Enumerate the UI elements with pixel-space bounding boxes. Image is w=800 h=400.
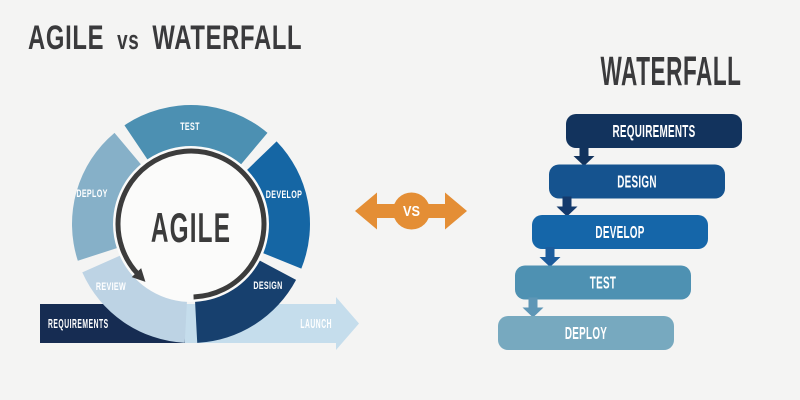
agile-diagram: REQUIREMENTS LAUNCH AGILE TEST DEVELOP DES… — [40, 104, 359, 350]
waterfall-down-arrow-head — [522, 307, 544, 318]
waterfall-down-arrow-head — [573, 156, 595, 166]
waterfall-down-arrow-head — [556, 206, 578, 217]
waterfall-step-label-design: DESIGN — [617, 173, 657, 193]
waterfall-down-arrow-icon — [522, 297, 544, 318]
agile-cycle-arrow-icon — [115, 148, 267, 300]
waterfall-down-arrow-shaft — [528, 297, 538, 309]
waterfall-step-label-test: TEST — [590, 274, 616, 294]
requirements-banner-label: REQUIREMENTS — [48, 318, 109, 332]
page-title-right: WATERFALL — [152, 19, 302, 57]
ring-segment-deploy — [71, 132, 141, 261]
page-title: AGILE vs WATERFALL — [28, 19, 302, 57]
agile-cycle-ring — [71, 104, 310, 343]
waterfall-step-develop — [532, 215, 708, 249]
waterfall-down-arrow-shaft — [545, 247, 555, 258]
waterfall-step-deploy — [498, 316, 674, 350]
vs-badge-label: VS — [403, 202, 420, 219]
waterfall-step-test — [515, 265, 691, 300]
waterfall-step-requirements — [566, 114, 742, 148]
waterfall-step-design — [549, 164, 725, 199]
agile-cycle-labels: TEST DEVELOP DESIGN REVIEW DEPLOY — [76, 121, 302, 293]
ring-segment-develop — [247, 141, 310, 269]
waterfall-step-label-requirements: REQUIREMENTS — [612, 122, 695, 142]
vs-badge-circle — [393, 192, 430, 230]
waterfall-step-label-deploy: DEPLOY — [565, 324, 607, 344]
waterfall-diagram: WATERFALL REQUIREMENTS DESIGN DEVELOP TEST D… — [498, 49, 742, 350]
agile-center-label: AGILE — [151, 205, 231, 251]
waterfall-down-arrow-icon — [539, 247, 561, 267]
vs-arrow-left-head-icon — [355, 192, 377, 230]
waterfall-down-arrow-icon — [573, 146, 595, 166]
page-title-left: AGILE — [28, 19, 104, 57]
waterfall-title: WATERFALL — [600, 49, 741, 95]
waterfall-down-arrow-icon — [556, 196, 578, 217]
vs-arrow: VS — [355, 192, 467, 230]
waterfall-steps: REQUIREMENTS DESIGN DEVELOP TEST DEPLOY — [498, 114, 742, 350]
waterfall-down-arrow-shaft — [562, 196, 572, 208]
ring-segment-review — [82, 255, 187, 343]
ring-segment-label-review: REVIEW — [96, 281, 126, 293]
ring-segment-label-deploy: DEPLOY — [76, 188, 108, 200]
ring-segment-label-develop: DEVELOP — [266, 189, 302, 201]
waterfall-down-arrow-head — [539, 257, 561, 267]
ring-segment-label-design: DESIGN — [253, 280, 282, 292]
ring-segment-test — [124, 104, 268, 165]
waterfall-step-label-develop: DEVELOP — [595, 223, 644, 243]
page-title-vs: vs — [117, 25, 139, 55]
launch-arrow-label: LAUNCH — [300, 318, 332, 332]
waterfall-down-arrow-shaft — [579, 146, 589, 157]
vs-arrow-right-head-icon — [445, 192, 467, 230]
ring-segment-design — [195, 260, 297, 343]
ring-segment-label-test: TEST — [180, 121, 200, 133]
agile-inner-disc — [113, 146, 269, 302]
